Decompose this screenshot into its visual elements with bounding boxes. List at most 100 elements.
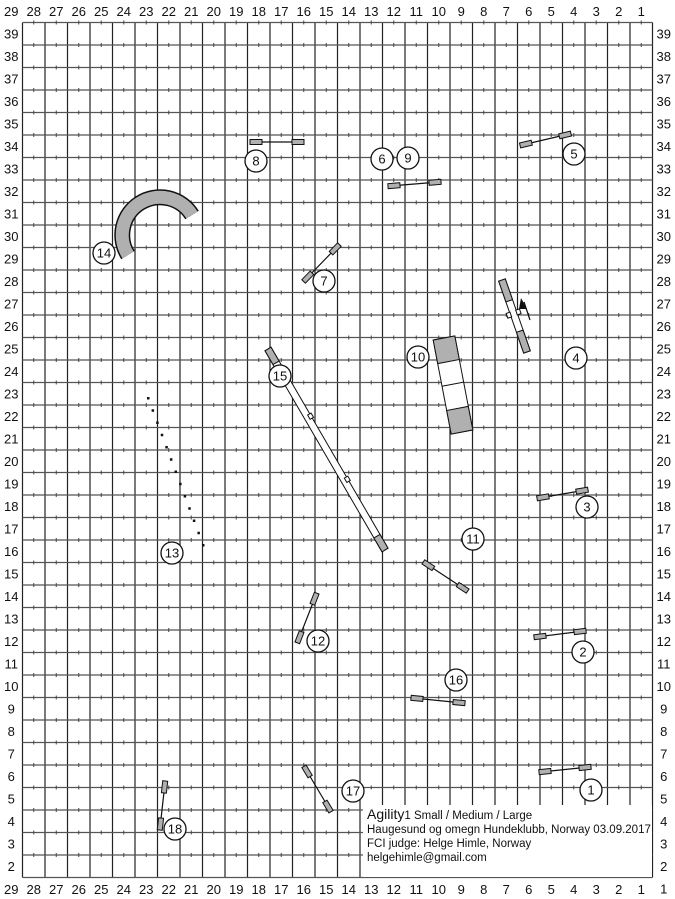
contact-zone	[373, 533, 389, 553]
number-marker-18: 18	[163, 817, 187, 841]
column-label-bottom: 28	[27, 882, 41, 897]
obstacle-number: 13	[165, 546, 179, 561]
row-label-right: 16	[657, 544, 671, 559]
number-circle	[268, 364, 292, 388]
jump-11	[421, 559, 470, 594]
column-label-top: 19	[229, 4, 243, 19]
column-label-top: 13	[364, 4, 378, 19]
weave-pole	[192, 519, 196, 522]
row-label-left: 33	[4, 162, 18, 177]
jump-wing	[322, 799, 334, 814]
number-circle	[571, 640, 595, 664]
column-label-bottom: 21	[184, 882, 198, 897]
column-label-top: 25	[94, 4, 108, 19]
obstacle-number: 14	[97, 246, 111, 261]
number-marker-6: 6	[370, 147, 394, 171]
row-label-left: 14	[4, 589, 18, 604]
jump-wing	[428, 178, 442, 186]
row-label-left: 21	[4, 432, 18, 447]
row-label-right: 39	[657, 27, 671, 42]
number-circle	[396, 146, 420, 170]
column-label-bottom: 2	[615, 882, 622, 897]
column-label-top: 5	[548, 4, 555, 19]
obstacle-number: 10	[411, 350, 425, 365]
a-frame-10	[432, 335, 474, 435]
number-marker-7: 7	[312, 269, 336, 293]
jump-8	[249, 139, 305, 145]
club-and-date: Haugesund og omegn Hundeklubb, Norway 03…	[367, 824, 651, 836]
equipment-layer	[114, 130, 592, 831]
number-marker-1: 1	[579, 778, 603, 802]
number-marker-16: 16	[444, 668, 468, 692]
jump-wing	[578, 763, 592, 772]
column-label-bottom: 15	[319, 882, 333, 897]
column-label-bottom: 6	[525, 882, 532, 897]
direction-arrow-icon	[519, 298, 527, 309]
obstacle-number: 15	[273, 369, 287, 384]
jump-wing	[558, 130, 573, 140]
judge-email: helgehimle@gmail.com	[367, 852, 487, 864]
course-info-box: Agility1 Small / Medium / Large Haugesun…	[363, 805, 652, 877]
row-label-left: 38	[4, 49, 18, 64]
number-circle	[312, 269, 336, 293]
column-label-bottom: 22	[162, 882, 176, 897]
row-label-right: 7	[660, 747, 667, 762]
course-class: 1 Small / Medium / Large	[404, 810, 533, 822]
number-marker-9: 9	[396, 146, 420, 170]
column-label-top: 16	[297, 4, 311, 19]
row-label-right: 32	[657, 184, 671, 199]
row-label-left: 4	[8, 814, 15, 829]
column-label-top: 12	[387, 4, 401, 19]
row-label-left: 2	[8, 859, 15, 874]
column-label-bottom: 3	[593, 882, 600, 897]
tunnel-14	[114, 189, 199, 260]
obstacle-number: 3	[583, 500, 590, 515]
number-circle	[406, 345, 430, 369]
row-label-left: 9	[8, 702, 15, 717]
row-label-right: 29	[657, 252, 671, 267]
row-label-right: 2	[660, 859, 667, 874]
column-label-bottom: 5	[548, 882, 555, 897]
jump-wing	[294, 630, 305, 645]
jump-wing	[156, 817, 165, 831]
jump-3	[536, 486, 589, 502]
row-label-left: 27	[4, 297, 18, 312]
contact-zone	[432, 335, 460, 365]
number-circle	[163, 817, 187, 841]
row-label-right: 14	[657, 589, 671, 604]
number-circle	[461, 527, 485, 551]
column-label-top: 7	[503, 4, 510, 19]
weave-pole	[151, 409, 155, 412]
contact-zone	[446, 405, 474, 435]
row-label-right: 4	[660, 814, 667, 829]
row-label-left: 24	[4, 364, 18, 379]
number-marker-10: 10	[406, 345, 430, 369]
row-label-left: 3	[8, 837, 15, 852]
jump-wing	[573, 627, 587, 636]
row-label-left: 23	[4, 387, 18, 402]
number-circle	[575, 495, 599, 519]
number-circle	[370, 147, 394, 171]
row-label-right: 11	[657, 657, 671, 672]
row-label-left: 11	[5, 657, 19, 672]
number-marker-15: 15	[268, 364, 292, 388]
row-label-right: 15	[657, 567, 671, 582]
row-label-left: 19	[4, 477, 18, 492]
row-label-left: 17	[4, 522, 18, 537]
row-label-right: 13	[657, 612, 671, 627]
row-label-left: 22	[4, 409, 18, 424]
column-label-top: 18	[252, 4, 266, 19]
tunnel-body	[115, 190, 198, 259]
jump-wing	[538, 767, 552, 776]
row-label-left: 13	[4, 612, 18, 627]
row-label-left: 29	[4, 252, 18, 267]
row-label-left: 5	[8, 792, 15, 807]
column-label-bottom: 19	[229, 882, 243, 897]
column-label-top: 23	[139, 4, 153, 19]
jump-7	[301, 242, 342, 284]
column-label-bottom: 25	[94, 882, 108, 897]
row-label-left: 37	[4, 72, 18, 87]
row-label-left: 20	[4, 454, 18, 469]
